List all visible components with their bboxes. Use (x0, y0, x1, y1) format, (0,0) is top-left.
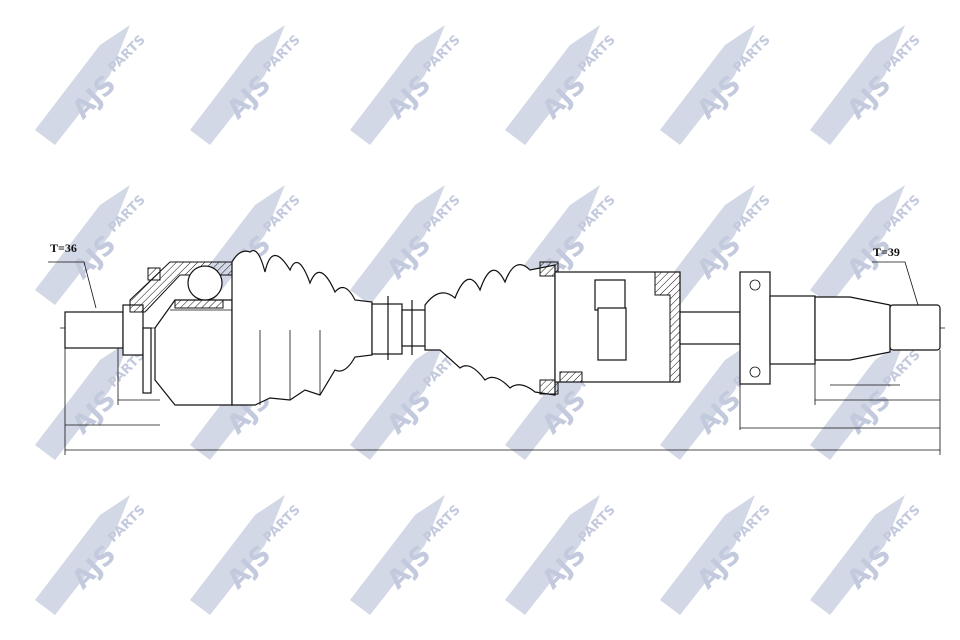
right-teeth-label: T=39 (873, 245, 900, 259)
dimension-lines (64, 348, 941, 455)
left-teeth-label: T=36 (50, 241, 77, 255)
inner-tripod-joint (554, 271, 681, 383)
right-teeth-callout: T=39 (872, 245, 919, 306)
inner-boot (424, 261, 559, 396)
inner-stub-shaft (679, 271, 941, 385)
outer-boot (231, 250, 373, 406)
left-teeth-callout: T=36 (48, 241, 97, 309)
